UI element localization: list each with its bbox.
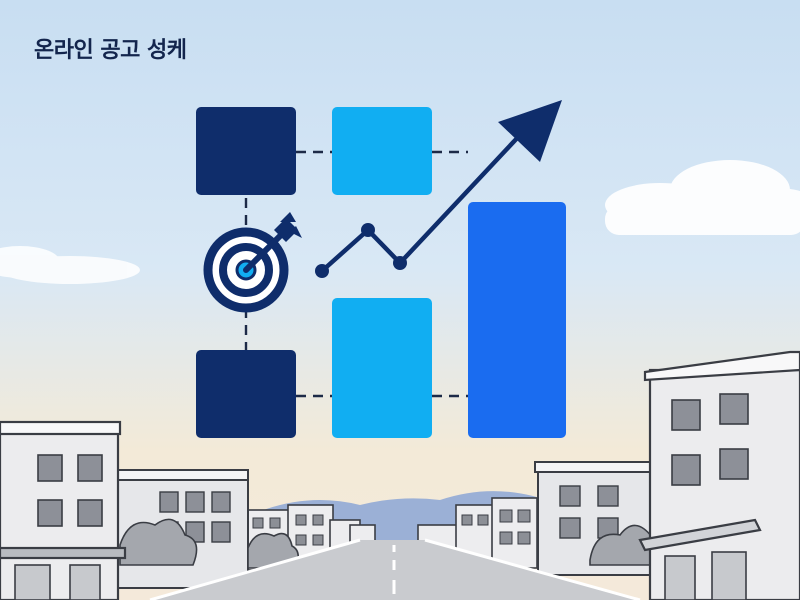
- cloud-icon: [0, 246, 140, 284]
- navy-block-top: [196, 107, 296, 195]
- light-blue-block-top: [332, 107, 432, 195]
- trend-line-icon: [319, 132, 523, 274]
- tree-icon: [119, 518, 300, 569]
- trend-point: [393, 256, 407, 270]
- page-title: 온라인 공고 성케: [34, 38, 187, 63]
- bar-icon: [332, 298, 432, 438]
- connector-lines: [244, 150, 468, 398]
- target-icon: [203, 212, 302, 313]
- arrow-icon: [498, 100, 562, 162]
- bar-icon: [468, 202, 566, 438]
- cloud-icon: [605, 160, 800, 235]
- navy-block-bottom: [196, 350, 296, 438]
- trend-point: [361, 223, 375, 237]
- trend-point: [315, 264, 329, 278]
- road: [149, 538, 641, 600]
